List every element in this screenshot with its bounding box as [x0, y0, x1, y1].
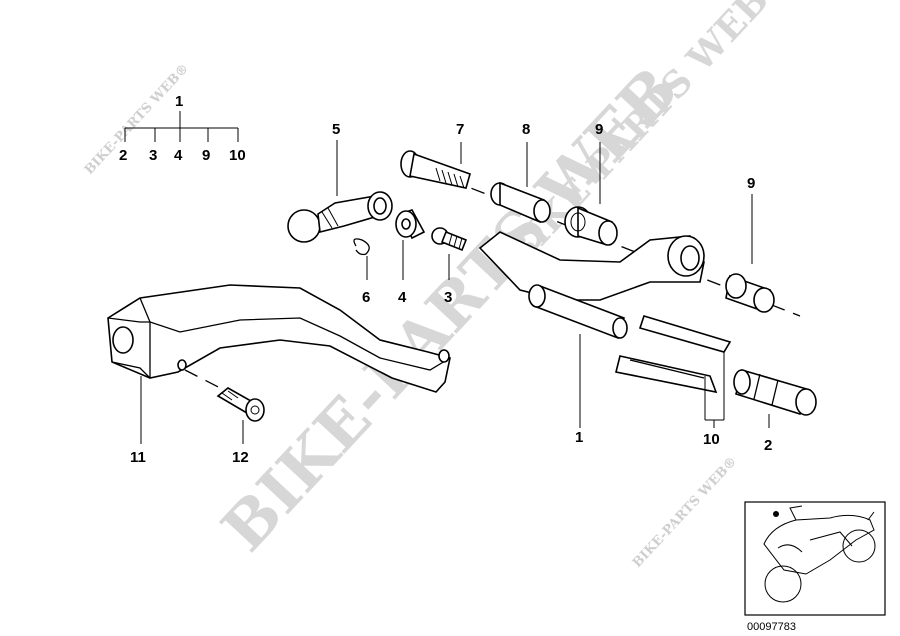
assembly-axis-lower: [184, 369, 229, 393]
callout-8: 8: [522, 121, 530, 138]
spacer-sleeve: [490, 181, 551, 224]
ball-stud: [431, 227, 468, 252]
callout-12: 12: [232, 449, 249, 466]
callout-7: 7: [456, 121, 464, 138]
callout-9-upper: 9: [595, 121, 603, 138]
reference-number: 00097783: [747, 621, 796, 633]
rubber-bushing: [395, 209, 426, 240]
shift-shaft: [478, 231, 705, 340]
callout-4: 4: [398, 289, 407, 306]
callout-3: 3: [444, 289, 452, 306]
legend-child: 3: [149, 147, 157, 164]
legend-child: 10: [229, 147, 246, 164]
rubber-sleeve-pair: [615, 315, 732, 394]
legend-tree: 1 2 3 4 9 10: [119, 93, 246, 164]
gear-shift-lever: [107, 284, 451, 393]
bolt: [216, 387, 265, 422]
ball-joint: [287, 191, 393, 243]
legend-parent: 1: [175, 93, 183, 110]
callout-11: 11: [130, 449, 146, 466]
legend-child: 9: [202, 147, 210, 164]
leader-lines: [140, 140, 770, 444]
callout-1: 1: [575, 429, 583, 446]
foot-peg-rubber: [733, 368, 817, 416]
callout-5: 5: [332, 121, 340, 138]
legend-child: 4: [174, 147, 183, 164]
watermark-bottom: BIKE-PARTS WEB®: [630, 454, 740, 571]
motorcycle-thumbnail: [744, 501, 886, 616]
callout-9-right: 9: [747, 175, 755, 192]
callout-10: 10: [703, 431, 720, 448]
callout-2: 2: [764, 437, 772, 454]
circlip: [353, 238, 370, 256]
watermark-top-right: BIKE-PARTS WEB©: [496, 0, 801, 276]
legend-child: 2: [119, 147, 127, 164]
callout-6: 6: [362, 289, 370, 306]
flange-bushing-right: [725, 273, 775, 313]
shoulder-bolt: [400, 150, 471, 189]
flange-bushing: [564, 206, 618, 246]
